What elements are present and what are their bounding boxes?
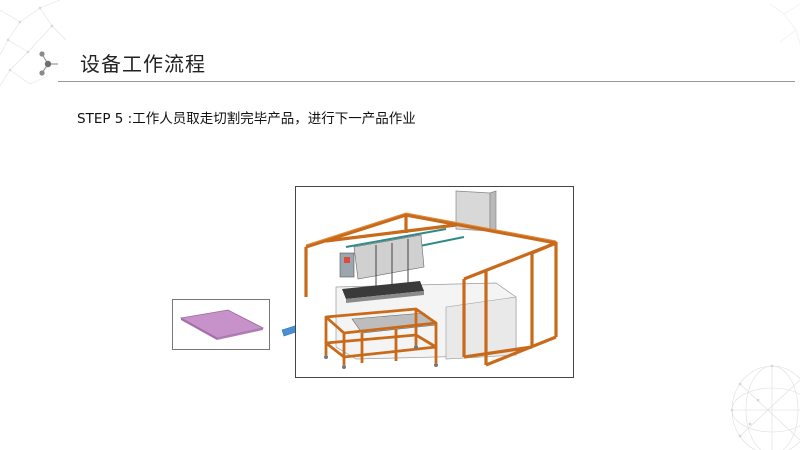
page-title: 设备工作流程	[80, 52, 206, 76]
title-divider	[58, 81, 795, 82]
network-node-icon	[39, 51, 58, 76]
cutting-machine-illustration	[295, 186, 574, 378]
decorative-network-pattern-top-right	[769, 3, 800, 45]
step-description: STEP 5 :工作人员取走切割完毕产品，进行下一产品作业	[77, 111, 416, 127]
finished-product-image	[172, 299, 270, 350]
decorative-network-pattern-bottom-right	[730, 364, 800, 450]
decorative-network-pattern-top-left	[0, 0, 67, 87]
